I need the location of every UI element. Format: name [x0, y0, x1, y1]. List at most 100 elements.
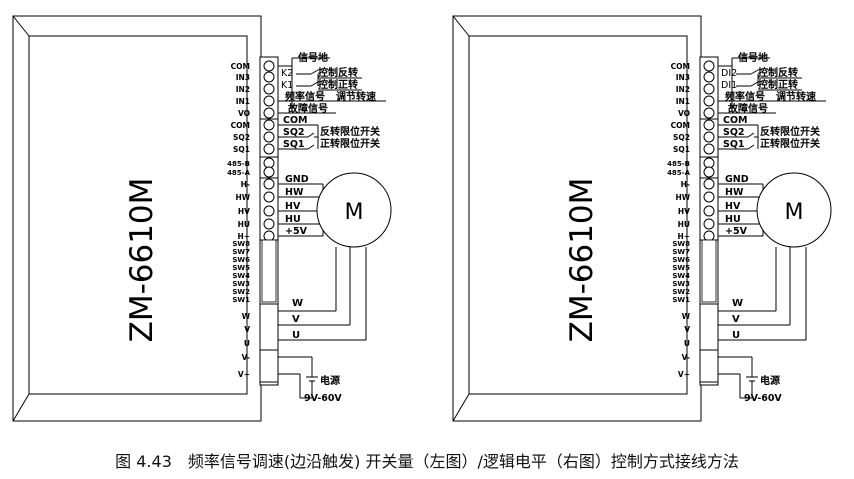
terminal-screw	[263, 191, 275, 203]
switch-blade	[310, 69, 319, 75]
terminal-screw	[263, 71, 275, 83]
label-reverse: 控制反转	[318, 66, 358, 79]
label-sq1: SQ1	[723, 139, 745, 150]
pin-label: VO	[238, 109, 250, 118]
terminal-screw	[263, 166, 275, 178]
pin-label: SW5	[232, 264, 250, 272]
terminal-screw	[703, 218, 715, 230]
pin-label: H+	[237, 232, 250, 241]
label-sq2: SQ2	[283, 127, 305, 138]
pin-label: SW8	[672, 240, 690, 248]
pin-label: SW2	[672, 288, 690, 296]
label-hu: HU	[725, 214, 741, 225]
label-com: COM	[723, 115, 748, 126]
pin-label: VO	[678, 109, 690, 118]
motor-label: M	[345, 200, 364, 225]
pin-label: HV	[238, 207, 250, 216]
terminal-screw	[703, 119, 715, 131]
terminal-screw	[703, 166, 715, 178]
pin-label: V-	[682, 353, 690, 362]
label-forward-limit: 正转限位开关	[320, 137, 380, 150]
switch-blade	[307, 144, 315, 150]
switch-blade	[747, 144, 755, 150]
label-frequency-signal: 频率信号	[285, 90, 325, 103]
pin-label: V	[244, 325, 250, 334]
terminal-screw	[263, 131, 275, 143]
switch-blade	[750, 81, 759, 87]
housing-corner-line	[12, 393, 30, 422]
pin-label: W	[682, 312, 691, 321]
label-phase-v: V	[732, 314, 740, 325]
label-speed-adjust: 调节转速	[336, 90, 376, 103]
label-phase-u: U	[292, 330, 300, 341]
label-reverse: 控制反转	[758, 66, 798, 79]
pin-label: SW1	[232, 296, 250, 304]
terminal-screw	[703, 205, 715, 217]
pin-label: W	[242, 312, 251, 321]
housing-corner-line	[452, 393, 470, 422]
terminal-screw	[703, 71, 715, 83]
housing-corner-line	[452, 15, 470, 37]
label-fault-signal: 故障信号	[288, 102, 328, 115]
label-sq1: SQ1	[283, 139, 305, 150]
label-hu: HU	[285, 214, 301, 225]
motor-circle	[316, 172, 392, 248]
pin-label: HU	[238, 220, 250, 229]
pin-label: SW3	[232, 280, 250, 288]
pin-label: COM	[671, 121, 690, 130]
housing-corner-line	[12, 15, 30, 37]
label-reverse-limit: 反转限位开关	[320, 125, 380, 138]
terminal-screw	[703, 95, 715, 107]
pin-label: SW7	[672, 248, 690, 256]
controller-front-panel	[28, 35, 248, 395]
terminal-screw	[263, 83, 275, 95]
pin-label: SW6	[232, 256, 250, 264]
pin-label: H-	[681, 180, 690, 189]
label-k1: K1	[281, 80, 293, 91]
label-frequency-signal: 频率信号	[725, 90, 765, 103]
terminal-screw	[703, 131, 715, 143]
label-power: 电源	[760, 374, 780, 387]
pin-label: SW2	[232, 288, 250, 296]
label-plus-5v: +5V	[725, 226, 748, 237]
label-fault-signal: 故障信号	[728, 102, 768, 115]
label-hw: HW	[725, 187, 744, 198]
pin-label: HV	[678, 207, 690, 216]
switch-blade	[747, 132, 755, 138]
motor-label: M	[785, 200, 804, 225]
dip-switch-block	[701, 239, 717, 303]
pin-label: U	[684, 339, 690, 348]
pin-label: 485-A	[667, 169, 691, 177]
wiring-diagram-right: ZM-6610MCOMIN3IN2IN1VOCOMSQ2SQ1485-B485-…	[452, 15, 832, 422]
figure-caption: 图 4.43 频率信号调速(边沿触发) 开关量（左图）/逻辑电平（右图）控制方式…	[115, 452, 739, 471]
terminal-screw	[263, 178, 275, 190]
pin-label: COM	[231, 121, 250, 130]
pin-label: V+	[678, 370, 690, 379]
terminal-screw	[263, 218, 275, 230]
label-hv: HV	[285, 201, 301, 212]
label-sq2: SQ2	[723, 127, 745, 138]
pin-label: 485-B	[667, 160, 690, 168]
pin-label: V-	[242, 353, 250, 362]
label-phase-w: W	[732, 298, 743, 309]
label-power: 电源	[320, 374, 340, 387]
power-terminal-block	[259, 349, 279, 383]
pin-label: H-	[241, 180, 250, 189]
pin-label: SW4	[232, 272, 250, 280]
label-forward: 控制正转	[758, 78, 798, 91]
controller-front-panel	[468, 35, 688, 395]
motor-circle	[756, 172, 832, 248]
pin-label: SW6	[672, 256, 690, 264]
label-gnd: GND	[725, 174, 749, 185]
label-speed-adjust: 调节转速	[776, 90, 816, 103]
pin-label: IN1	[676, 97, 690, 106]
label-k2: DI2	[721, 68, 737, 79]
terminal-screw	[703, 143, 715, 155]
pin-label: V	[684, 325, 690, 334]
label-k1: DI1	[721, 80, 737, 91]
terminal-screw	[263, 205, 275, 217]
pin-label: SW7	[232, 248, 250, 256]
pin-label: SQ1	[673, 145, 690, 154]
terminal-screw	[263, 107, 275, 119]
